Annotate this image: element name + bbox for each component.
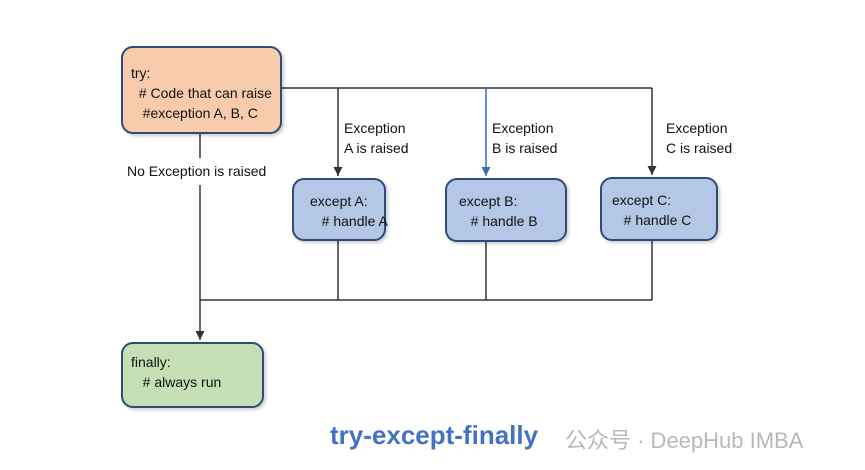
except-b-block: except B: # handle B — [445, 178, 567, 242]
try-block: try: # Code that can raise #exception A,… — [121, 46, 282, 134]
except-c-block: except C: # handle C — [600, 177, 718, 241]
diagram-title: try-except-finally — [330, 420, 539, 450]
watermark: 公众号 · DeepHub IMBA — [565, 428, 804, 453]
no-exception-label: No Exception is raised — [127, 161, 267, 181]
except-a-block: except A: # handle A — [292, 178, 388, 241]
finally-block: finally: # always run — [121, 342, 264, 408]
